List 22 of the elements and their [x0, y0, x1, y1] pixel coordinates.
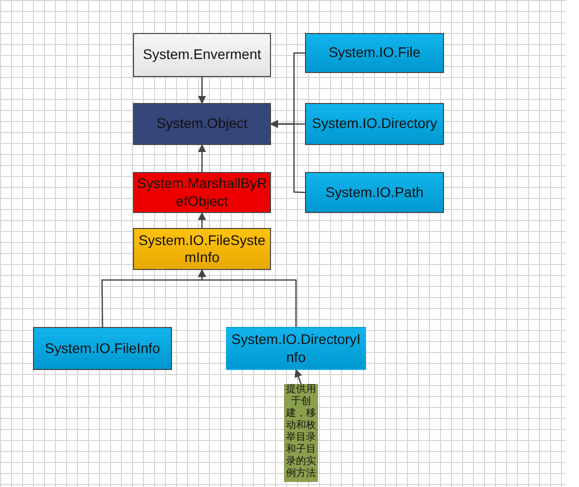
arrow	[198, 212, 206, 228]
arrow	[294, 369, 302, 384]
class-box	[133, 33, 271, 77]
arrow	[198, 269, 297, 327]
class-box	[305, 103, 444, 145]
arrow	[198, 77, 206, 104]
class-name: System.IO.FileSystemInfo	[138, 232, 266, 266]
note-text: 提供用于创建，移动和枚举目录和子目录的实例方法	[286, 384, 316, 480]
class-box	[305, 172, 444, 213]
class-name: System.Enverment	[142, 46, 262, 64]
arrow	[270, 120, 306, 194]
class-name: System.MarshallByRefObject	[137, 175, 267, 210]
class-name: System.IO.FileInfo	[44, 340, 160, 358]
class-box	[305, 33, 444, 73]
class-box	[133, 103, 271, 145]
class-name: System.IO.Directory	[312, 115, 438, 133]
class-name: System.IO.File	[328, 44, 420, 62]
class-name: System.IO.Path	[325, 184, 424, 202]
class-name: System.IO.DirectoryInfo	[230, 331, 362, 366]
arrow	[198, 144, 206, 172]
class-box	[33, 327, 172, 370]
class-name: System.Object	[156, 115, 248, 133]
